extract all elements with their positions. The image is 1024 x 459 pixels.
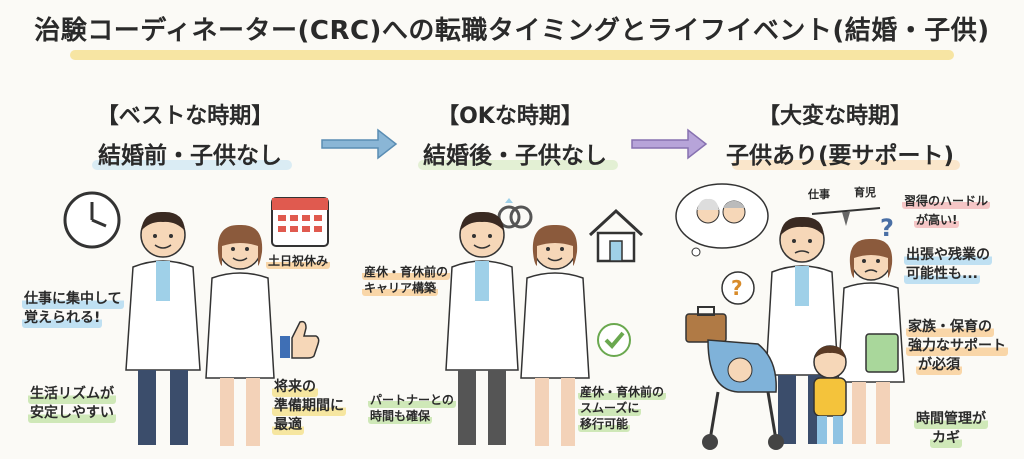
scale-label-childcare: 育児 [854,186,876,199]
note-family-support: 家族・保育の 強力なサポート が必須 [906,318,1008,375]
note-weekends-off: 土日祝休み [266,253,331,269]
question-icon: ? [880,214,894,242]
grandparents-thought-icon [675,183,769,257]
note-travel-overtime: 出張や残業の 可能性も... [904,246,992,284]
note-future-prep: 将来の 準備期間に 最適 [272,378,346,435]
crc-man-figure [445,211,519,445]
title-highlight [70,50,954,60]
suitcase-icon [685,306,727,343]
note-career-before-leave: 産休・育休前の キャリア構築 [362,264,451,296]
note-stable-rhythm: 生活リズムが 安定しやすい [28,385,116,423]
stage-ok-label: 【OKな時期】 [437,104,583,129]
stage-hard-label: 【大変な時期】 [757,104,912,129]
clock-icon [63,191,121,249]
crc-man-figure [125,211,201,445]
rings-icon [497,198,533,229]
clipboard-icon [865,333,899,373]
stage-ok-sub: 結婚後・子供なし [423,143,607,169]
scale-icon [811,207,881,226]
stroller-icon [702,339,784,450]
check-icon [597,323,631,357]
svg-text:?: ? [731,276,743,300]
stage-best-sub: 結婚前・子供なし [98,143,282,169]
crc-woman-figure [520,224,590,446]
note-focus-on-work: 仕事に集中して 覚えられる! [22,290,124,328]
thumbs-up-icon [280,320,320,359]
house-icon [588,208,644,263]
note-high-hurdle: 習得のハードル が高い! [902,193,991,228]
stage-hard-highlight [732,160,960,170]
stage-ok-highlight [418,160,618,170]
calendar-icon [271,197,329,247]
child-figure [813,345,847,444]
crc-woman-figure [205,224,275,446]
note-time-management: 時間管理が カギ [914,410,988,448]
stage-hard-sub: 子供あり(要サポート) [725,143,955,169]
stage-best-highlight [92,160,292,170]
arrow-right-icon [321,128,398,160]
note-partner-time: パートナーとの 時間も確保 [368,392,456,424]
page-title: 治験コーディネーター(CRC)への転職タイミングとライフイベント(結婚・子供) [34,16,990,46]
arrow-right-icon [631,128,708,160]
stage-best-label: 【ベストな時期】 [96,104,274,129]
note-smooth-transition: 産休・育休前の スムーズに 移行可能 [578,384,667,432]
question-icon: ? [721,271,755,305]
scale-label-work: 仕事 [808,188,830,201]
